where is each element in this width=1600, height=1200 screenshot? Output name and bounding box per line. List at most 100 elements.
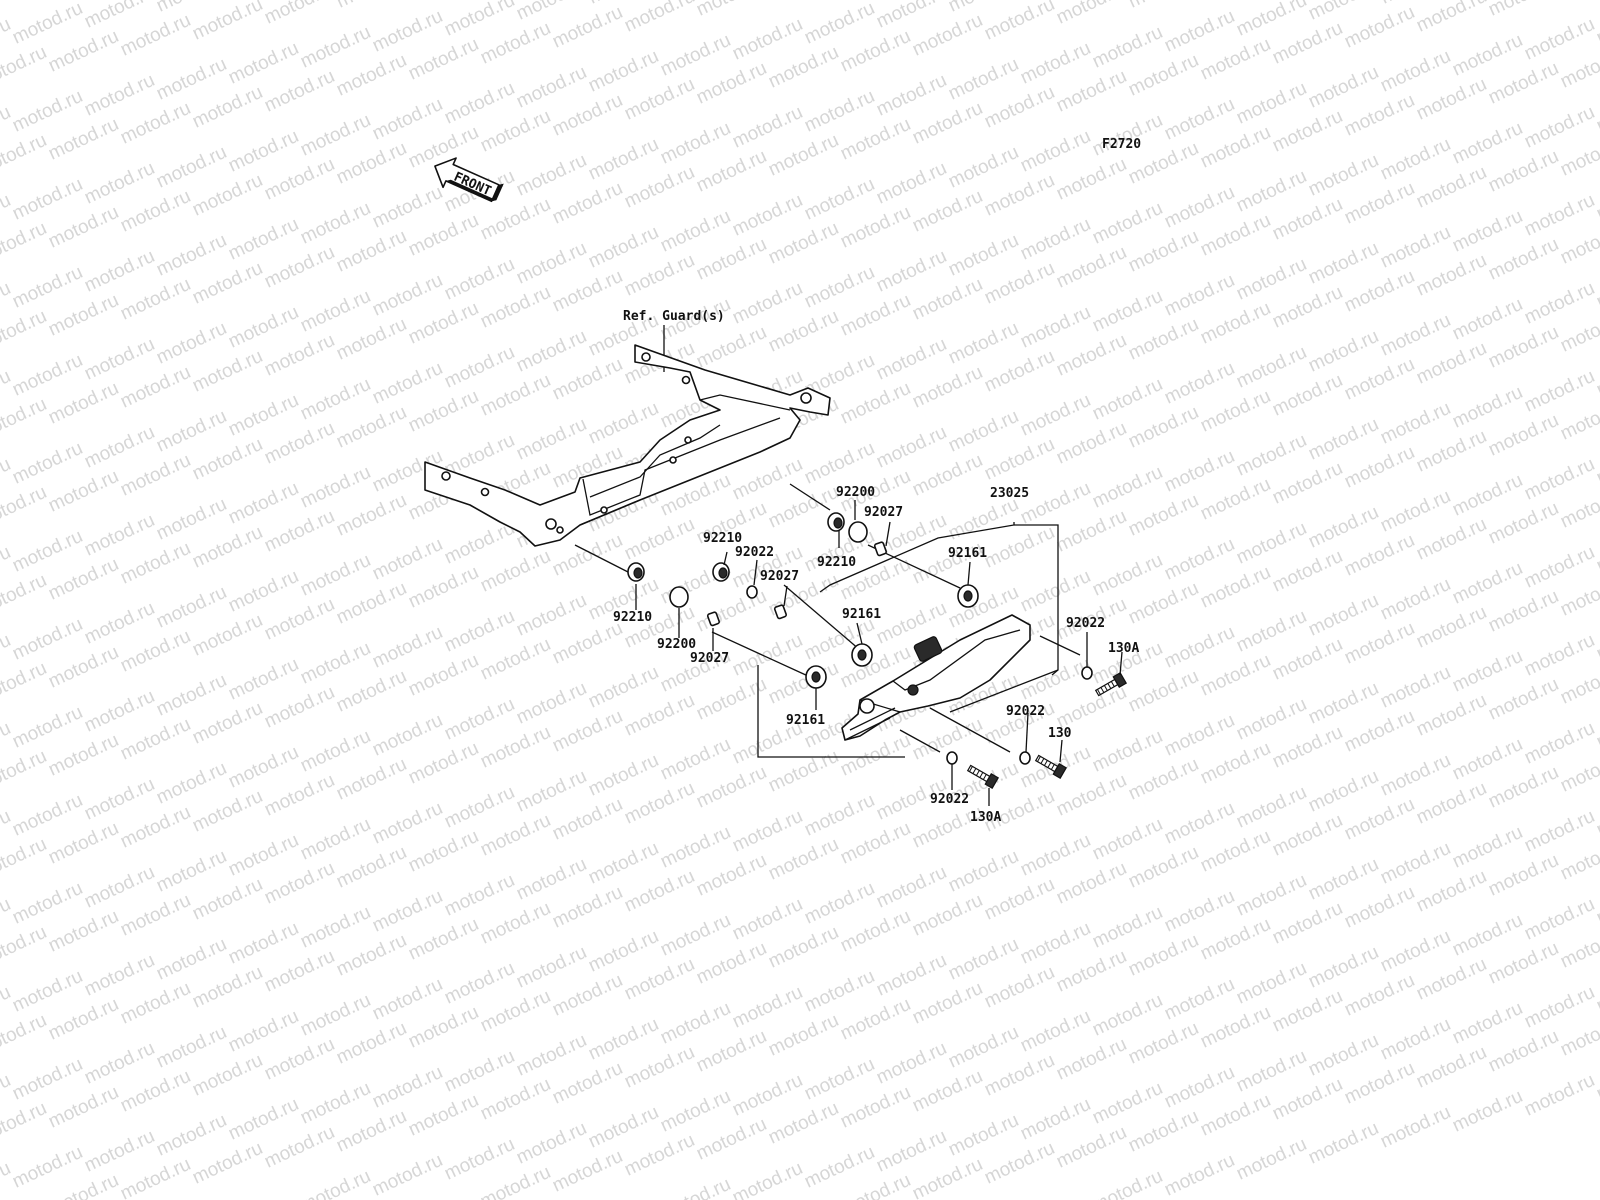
watermark-text: motod.ru [1485,762,1562,813]
watermark-text: motod.ru [765,306,842,357]
watermark-text: motod.ru [909,978,986,1029]
watermark-text: motod.ru [801,790,878,841]
watermark-text: motod.ru [117,450,194,501]
watermark-text: motod.ru [153,142,230,193]
watermark-text: motod.ru [1125,1106,1202,1157]
watermark-text: motod.ru [153,54,230,105]
watermark-text: motod.ru [1305,678,1382,729]
watermark-text: motod.ru [621,250,698,301]
watermark-text: motod.ru [1125,0,1202,13]
watermark-text: motod.ru [1593,526,1600,577]
watermark-text: motod.ru [1521,14,1598,65]
watermark-text: motod.ru [1125,578,1202,629]
figure-code: F2720 [1102,137,1141,152]
watermark-text: motod.ru [657,30,734,81]
watermark-text: motod.ru [1197,562,1274,613]
watermark-text: motod.ru [477,986,554,1037]
watermark-text: motod.ru [1017,566,1094,617]
watermark-text: motod.ru [1449,294,1526,345]
watermark-text: motod.ru [189,0,266,45]
watermark-text: motod.ru [1413,338,1490,389]
watermark-text: motod.ru [1341,1058,1418,1109]
watermark-text: motod.ru [1377,926,1454,977]
watermark-text: motod.ru [1593,1054,1600,1105]
watermark-text: motod.ru [45,906,122,957]
watermark-text: motod.ru [1269,194,1346,245]
watermark-text: motod.ru [1089,286,1166,337]
watermark-text: motod.ru [1341,354,1418,405]
watermark-text: motod.ru [369,798,446,849]
watermark-text: motod.ru [297,550,374,601]
watermark-text: motod.ru [9,878,86,929]
watermark-text: motod.ru [945,1110,1022,1161]
watermark-text: motod.ru [45,26,122,77]
watermark-text: motod.ru [477,370,554,421]
watermark-text: motod.ru [477,810,554,861]
callout-92200-upper: 92200 [836,485,875,500]
watermark-text: motod.ru [981,82,1058,133]
watermark-text: motod.ru [729,806,806,857]
bolt-130 [1034,754,1068,780]
watermark-text: motod.ru [189,434,266,485]
watermark-text: motod.ru [801,174,878,225]
watermark-text: motod.ru [0,42,50,93]
watermark-text: motod.ru [189,1138,266,1189]
watermark-text: motod.ru [1053,682,1130,733]
watermark-text: motod.ru [1161,1150,1238,1200]
watermark-text: motod.ru [189,610,266,661]
watermark-text: motod.ru [9,262,86,313]
watermark-text: motod.ru [1197,122,1274,173]
watermark-text: motod.ru [1377,662,1454,713]
watermark-text: motod.ru [981,1138,1058,1189]
watermark-text: motod.ru [1161,798,1238,849]
watermark-text: motod.ru [1305,854,1382,905]
watermark-text: motod.ru [513,766,590,817]
watermark-text: motod.ru [873,1038,950,1089]
watermark-text: motod.ru [909,274,986,325]
watermark-text: motod.ru [1161,270,1238,321]
watermark-text: motod.ru [981,874,1058,925]
watermark-text: motod.ru [477,1162,554,1200]
watermark-text: motod.ru [189,346,266,397]
watermark-text: motod.ru [333,50,410,101]
watermark-text: motod.ru [1305,502,1382,553]
bolt-130A-bottom [966,764,1000,790]
watermark-text: motod.ru [1593,966,1600,1017]
watermark-text: motod.ru [225,1006,302,1057]
watermark-text: motod.ru [9,1142,86,1193]
watermark-text: motod.ru [1377,574,1454,625]
watermark-text: motod.ru [1161,710,1238,761]
watermark-text: motod.ru [1269,634,1346,685]
watermark-text: motod.ru [1557,922,1600,973]
watermark-text: motod.ru [333,666,410,717]
watermark-text: motod.ru [1161,974,1238,1025]
watermark-text: motod.ru [0,1010,50,1061]
watermark-text: motod.ru [1017,654,1094,705]
watermark-text: motod.ru [729,894,806,945]
watermark-text: motod.ru [1449,206,1526,257]
watermark-text: motod.ru [549,90,626,141]
watermark-text: motod.ru [1269,282,1346,333]
watermark-text: motod.ru [1557,306,1600,357]
watermark-text: motod.ru [1197,826,1274,877]
watermark-text: motod.ru [0,834,50,885]
watermark-text: motod.ru [585,838,662,889]
watermark-text: motod.ru [225,830,302,881]
watermark-text: motod.ru [405,738,482,789]
watermark-text: motod.ru [981,258,1058,309]
watermark-text: motod.ru [1269,722,1346,773]
watermark-text: motod.ru [1233,430,1310,481]
watermark-text: motod.ru [765,42,842,93]
watermark-text: motod.ru [1089,1166,1166,1200]
watermark-text: motod.ru [729,454,806,505]
watermark-text: motod.ru [1377,310,1454,361]
watermark-text: motod.ru [45,466,122,517]
watermark-text: motod.ru [1593,438,1600,489]
watermark-text: motod.ru [1233,342,1310,393]
watermark-text: motod.ru [297,638,374,689]
light-assembly [841,614,1031,741]
watermark-text: motod.ru [1197,386,1274,437]
watermark-text: motod.ru [81,1038,158,1089]
watermark-text: motod.ru [477,898,554,949]
washer-92022-lower [1019,751,1031,765]
